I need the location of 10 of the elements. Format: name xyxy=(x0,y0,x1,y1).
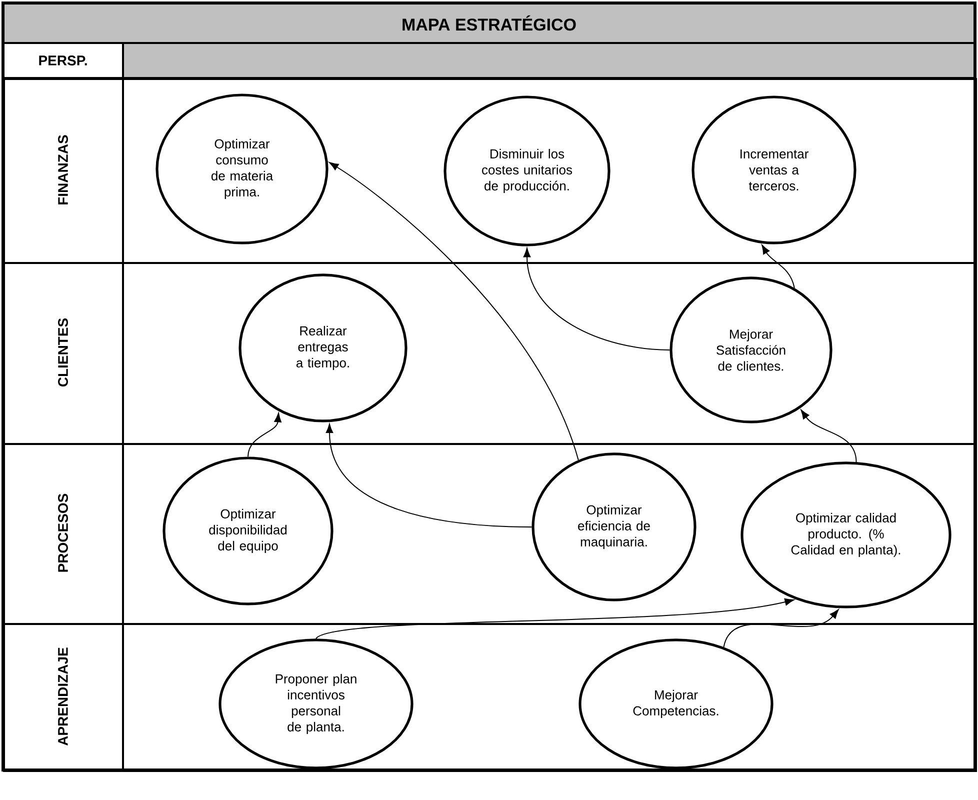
column-header: PERSP. xyxy=(39,56,87,66)
arrow xyxy=(248,412,282,458)
arrow xyxy=(329,162,579,460)
title-bar: MAPA ESTRATÉGICO xyxy=(3,3,975,43)
arrow xyxy=(326,424,532,528)
arrow xyxy=(800,410,857,463)
arrow xyxy=(762,244,795,288)
arrow xyxy=(316,598,794,640)
arrow xyxy=(723,609,839,648)
arrow xyxy=(523,248,670,350)
